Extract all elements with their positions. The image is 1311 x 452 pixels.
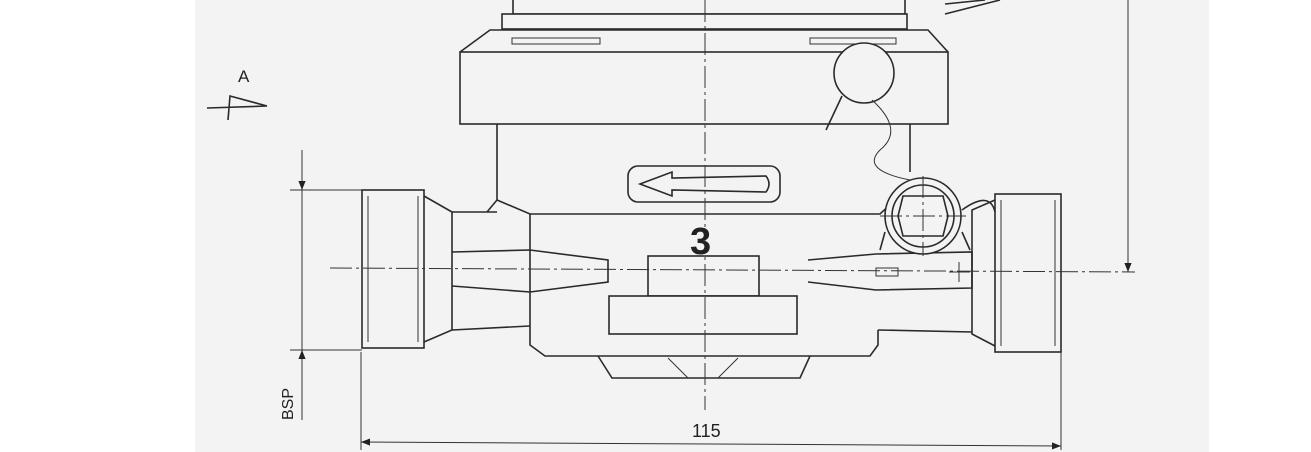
part-number-label: 3 (690, 221, 711, 263)
length-dimension: 115 (360, 352, 1062, 450)
thread-label: BSP (280, 388, 297, 420)
thread-dimension: BSP (280, 150, 362, 420)
seal-ball (825, 42, 926, 221)
centerlines (329, 0, 1136, 410)
meter-top-housing (459, 0, 1001, 125)
flow-direction-plate (627, 165, 781, 203)
left-connection (361, 189, 609, 349)
length-dimension-label: 115 (692, 421, 721, 441)
polarity-marks (875, 262, 970, 282)
section-mark: A (206, 67, 268, 121)
section-mark-label: A (238, 67, 250, 86)
right-connection (807, 193, 1062, 353)
bottom-plates (597, 255, 811, 379)
